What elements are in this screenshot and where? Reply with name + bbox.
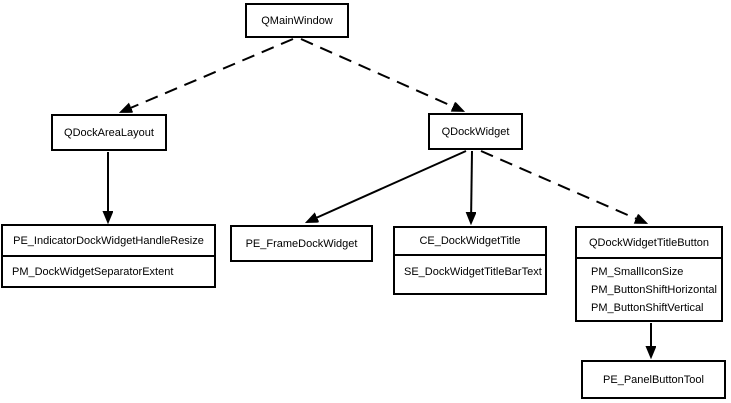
node-handle-resize-title: PE_IndicatorDockWidgetHandleResize xyxy=(13,234,204,247)
node-qmainwindow-label: QMainWindow xyxy=(261,14,333,27)
node-qdockarealayout-label: QDockAreaLayout xyxy=(64,126,154,139)
edge-qdockwidget-dock-title xyxy=(471,150,472,223)
node-handle-resize-item: PM_DockWidgetSeparatorExtent xyxy=(12,265,174,278)
node-dock-title-title: CE_DockWidgetTitle xyxy=(419,235,521,247)
section-divider xyxy=(577,257,721,259)
node-qdockwidget: QDockWidget xyxy=(428,113,523,150)
edge-qmainwindow-qdockarealayout xyxy=(121,38,294,113)
node-dock-title-item: SE_DockWidgetTitleBarText xyxy=(404,266,542,278)
node-frame-dock: PE_FrameDockWidget xyxy=(230,225,373,262)
edge-qmainwindow-qdockwidget xyxy=(300,38,463,111)
node-frame-dock-label: PE_FrameDockWidget xyxy=(245,237,358,250)
node-title-button: QDockWidgetTitleButton PM_SmallIconSize … xyxy=(575,226,723,322)
node-qdockwidget-label: QDockWidget xyxy=(441,125,510,138)
node-handle-resize: PE_IndicatorDockWidgetHandleResize PM_Do… xyxy=(1,224,216,288)
node-title-button-item: PM_SmallIconSize xyxy=(591,265,684,278)
section-divider xyxy=(3,255,214,257)
node-title-button-item: PM_ButtonShiftHorizontal xyxy=(591,283,717,296)
node-panel-button-label: PE_PanelButtonTool xyxy=(603,373,704,386)
edge-qdockwidget-frame-dock xyxy=(307,150,467,222)
node-qdockarealayout: QDockAreaLayout xyxy=(51,114,167,151)
node-qmainwindow: QMainWindow xyxy=(245,3,349,38)
edge-qdockwidget-title-button xyxy=(480,150,646,223)
node-title-button-title: QDockWidgetTitleButton xyxy=(588,236,710,249)
node-title-button-item: PM_ButtonShiftVertical xyxy=(591,301,704,314)
section-divider xyxy=(395,254,545,256)
node-panel-button: PE_PanelButtonTool xyxy=(581,360,726,399)
node-dock-title: CE_DockWidgetTitle SE_DockWidgetTitleBar… xyxy=(393,226,547,295)
